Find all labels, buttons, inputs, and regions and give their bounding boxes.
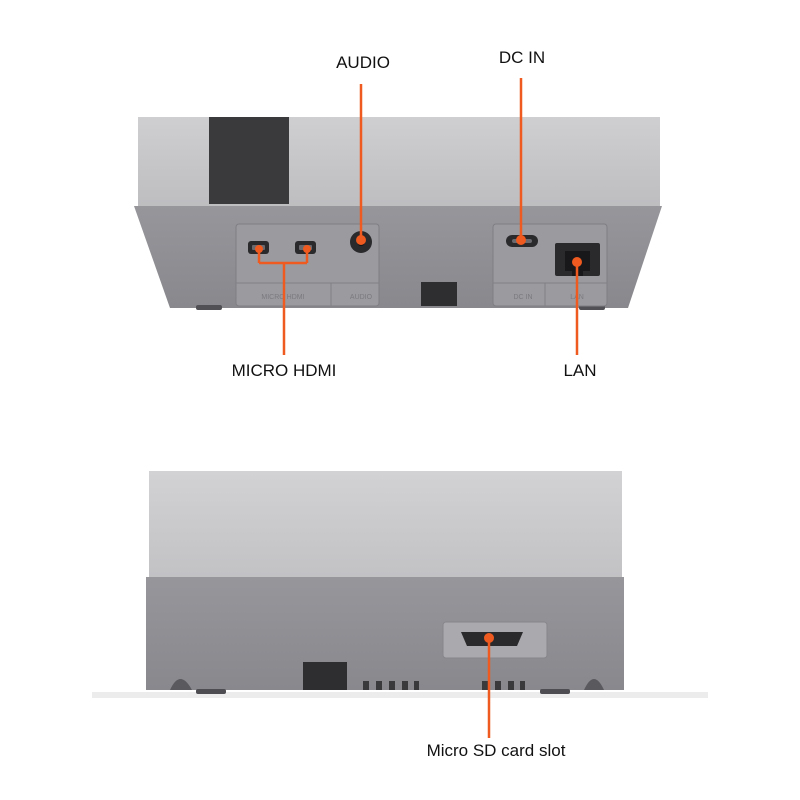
dot-dc-in: [516, 235, 526, 245]
rear-callout-lines: [257, 78, 579, 355]
side-view-device: [92, 471, 708, 698]
cartridge-panel: [209, 117, 289, 204]
rear-callout-dots: [255, 235, 582, 267]
embossed-audio: AUDIO: [350, 294, 373, 301]
side-top-shell: [149, 471, 622, 577]
dot-hdmi-2: [303, 245, 311, 253]
dot-audio: [356, 235, 366, 245]
vent-group-left: [363, 681, 419, 690]
sd-callout: [484, 633, 494, 738]
dot-hdmi-1: [255, 245, 263, 253]
callout-dc-in: DC IN: [498, 48, 546, 67]
vent-group-right: [482, 681, 525, 690]
callout-audio: AUDIO: [336, 53, 390, 72]
callout-lan: LAN: [563, 361, 597, 380]
embossed-dc-in: DC IN: [513, 294, 532, 301]
callout-micro-hdmi: MICRO HDMI: [231, 361, 337, 380]
side-body-shell: [146, 577, 624, 690]
callout-micro-sd: Micro SD card slot: [426, 741, 566, 760]
rear-center-notch: [421, 282, 457, 306]
foot-left: [196, 305, 222, 310]
side-notch: [303, 662, 347, 690]
rear-view-device: MICRO HDMI AUDIO DC IN LAN: [134, 117, 662, 310]
dot-lan: [572, 257, 582, 267]
port-panel-left: [235, 223, 380, 307]
